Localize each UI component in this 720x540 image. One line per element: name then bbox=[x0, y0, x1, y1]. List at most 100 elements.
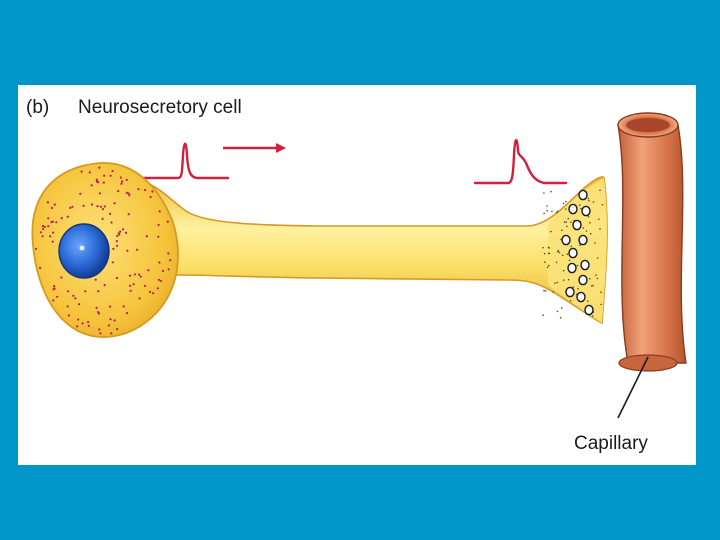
stipple-dot bbox=[547, 246, 550, 249]
granule-dot bbox=[136, 248, 139, 251]
axon-terminal bbox=[548, 178, 608, 323]
stipple-dot bbox=[547, 264, 550, 267]
terminal-stippling bbox=[542, 189, 604, 319]
granule-dot bbox=[116, 244, 119, 247]
vesicle bbox=[578, 234, 588, 246]
granule-dot bbox=[60, 217, 63, 220]
stipple-dot bbox=[592, 284, 594, 287]
granule-dot bbox=[109, 305, 112, 308]
granule-dot bbox=[71, 205, 74, 208]
stipple-dot bbox=[562, 279, 565, 281]
stipple-dot bbox=[561, 229, 563, 232]
capillary-leader-line bbox=[617, 356, 649, 419]
stipple-dot bbox=[591, 315, 594, 317]
granule-dot bbox=[144, 188, 147, 192]
stipple-dot bbox=[556, 210, 559, 213]
granule-dot bbox=[113, 202, 116, 205]
granule-dot bbox=[166, 220, 169, 223]
granule-dot bbox=[52, 299, 55, 302]
stipple-dot bbox=[562, 269, 565, 272]
stipple-dot bbox=[588, 199, 590, 202]
vesicle bbox=[580, 259, 590, 271]
granule-dot bbox=[79, 192, 82, 195]
stipple-dot bbox=[555, 261, 558, 264]
granule-dot bbox=[128, 274, 132, 277]
granule-dot bbox=[99, 332, 102, 335]
granule-dot bbox=[84, 290, 87, 293]
granule-dot bbox=[39, 231, 42, 234]
vesicle bbox=[568, 247, 578, 259]
stipple-dot bbox=[546, 209, 548, 212]
stipple-dot bbox=[544, 290, 547, 292]
granule-dot bbox=[42, 227, 45, 231]
stipple-dot bbox=[576, 264, 579, 267]
granule-dot bbox=[51, 240, 54, 243]
stipple-dot bbox=[596, 257, 599, 259]
granule-dot bbox=[103, 284, 106, 287]
granule-dot bbox=[41, 225, 45, 228]
vesicle bbox=[578, 189, 588, 201]
granule-dot bbox=[103, 205, 106, 208]
granule-dot bbox=[129, 284, 132, 287]
granule-dot bbox=[98, 166, 101, 169]
stipple-dot bbox=[600, 303, 602, 306]
terminal-signal-icon bbox=[473, 139, 568, 185]
stipple-dot bbox=[590, 232, 592, 235]
granule-dot bbox=[133, 273, 136, 276]
granule-dot bbox=[112, 247, 115, 250]
granule-dot bbox=[129, 289, 132, 292]
stipple-dot bbox=[561, 254, 564, 257]
stipple-dot bbox=[567, 218, 569, 220]
granule-dot bbox=[143, 284, 147, 287]
vesicle bbox=[568, 203, 578, 215]
stipple-dot bbox=[547, 252, 550, 255]
neurosecretory-cell-diagram: (b) Neurosecretory cell Capillary bbox=[26, 97, 687, 454]
stipple-dot bbox=[599, 189, 601, 191]
granule-dot bbox=[34, 247, 38, 250]
secretory-vesicles-icon bbox=[561, 189, 594, 316]
granule-dot bbox=[157, 235, 160, 238]
granule-dot bbox=[127, 192, 130, 195]
granule-dot bbox=[169, 259, 172, 262]
stipple-dot bbox=[554, 282, 556, 284]
granule-dot bbox=[160, 279, 163, 282]
granule-dot bbox=[101, 208, 104, 211]
granule-dot bbox=[50, 221, 53, 224]
granule-dot bbox=[99, 205, 103, 208]
granule-dot bbox=[152, 292, 155, 295]
stipple-dot bbox=[546, 266, 549, 268]
stipple-dot bbox=[564, 208, 567, 210]
granule-dot bbox=[115, 240, 118, 243]
granule-dot bbox=[94, 278, 97, 281]
granule-dot bbox=[53, 285, 56, 288]
stipple-dot bbox=[566, 253, 568, 255]
stipple-dot bbox=[543, 252, 546, 255]
granule-dot bbox=[39, 266, 42, 269]
granule-dot bbox=[147, 269, 150, 272]
granule-dot bbox=[117, 190, 120, 193]
granule-dot bbox=[109, 318, 112, 321]
stipple-dot bbox=[567, 278, 570, 281]
stipple-dot bbox=[589, 221, 591, 224]
granule-dot bbox=[151, 190, 154, 193]
vesicle bbox=[578, 274, 588, 286]
stipple-dot bbox=[552, 291, 554, 293]
stipple-dot bbox=[563, 221, 566, 223]
granule-dot bbox=[116, 234, 119, 238]
granule-dot bbox=[125, 178, 128, 181]
granule-dot bbox=[90, 184, 93, 187]
granule-dot bbox=[121, 228, 125, 231]
stipple-dot bbox=[585, 230, 588, 232]
vesicle bbox=[572, 219, 582, 231]
granule-dot bbox=[156, 287, 159, 290]
granule-dot bbox=[132, 283, 135, 286]
granule-dot bbox=[125, 191, 128, 194]
granule-dot bbox=[107, 324, 110, 327]
granule-dot bbox=[78, 303, 81, 306]
granule-dot bbox=[103, 174, 106, 177]
granule-dot bbox=[49, 235, 52, 238]
granule-dot bbox=[109, 174, 112, 177]
stipple-dot bbox=[590, 285, 593, 287]
stipple-dot bbox=[592, 201, 595, 203]
granule-dot bbox=[53, 287, 56, 290]
